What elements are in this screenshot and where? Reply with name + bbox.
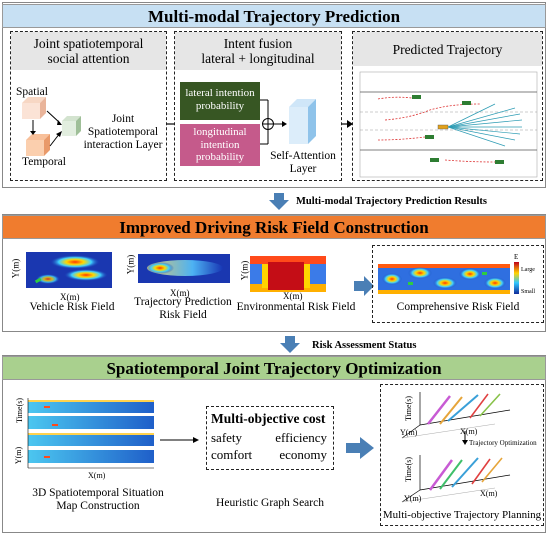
spatial-label: Spatial: [16, 86, 48, 98]
map-caption: 3D Spatiotemporal Situation Map Construc…: [20, 487, 176, 513]
lateral-line-1: lateral intention: [185, 87, 255, 99]
link1-label: Multi-modal Trajectory Prediction Result…: [296, 196, 488, 207]
plan-y-label-2: Y(m): [404, 494, 422, 503]
joint-line-2: Spatiotemporal: [87, 126, 159, 138]
joint-line-1: Joint: [111, 113, 135, 125]
plan-y-label-1: Y(m): [400, 428, 418, 437]
spatiotemporal-layers: [28, 400, 154, 463]
section3-panel: [2, 355, 546, 533]
sum-node-icon: [262, 118, 274, 130]
cost-efficiency: efficiency: [275, 430, 327, 445]
lateral-intention-box: lateral intention probability: [180, 82, 260, 120]
comprehensive-risk-field-map: [378, 264, 510, 294]
map-caption-2: Map Construction: [56, 500, 140, 512]
right-arrow-2-icon: [346, 437, 374, 459]
environmental-risk-caption: Environmental Risk Field: [236, 301, 356, 313]
trajectory-risk-field-map: [138, 254, 230, 283]
joint-layer-label: Joint Spatiotemporal interaction Layer: [82, 113, 164, 152]
legend-large: Large: [521, 267, 535, 273]
vehicle-risk-caption: Vehicle Risk Field: [29, 301, 115, 313]
planning-caption: Multi-objective Trajectory Planning: [382, 509, 542, 521]
temporal-cube-icon: [26, 134, 50, 156]
lateral-line-2: probability: [195, 100, 245, 112]
vehicle-x-label: X(m): [60, 292, 80, 302]
intent-panel-header: Intent fusion lateral + longitudinal: [175, 32, 341, 70]
traj-x-label: X(m): [170, 288, 190, 298]
attention-title-1: Joint spatiotemporal: [33, 36, 144, 51]
right-arrow-1-icon: [354, 276, 374, 296]
cost-box: Multi-objective cost safety efficiency c…: [206, 406, 334, 470]
plan-x-label-1: X(m): [460, 427, 478, 436]
cost-economy: economy: [279, 447, 327, 462]
section1-panel: [2, 2, 546, 188]
trajectory-risk-caption: Trajectory Prediction Risk Field: [128, 296, 238, 322]
cost-safety: safety: [211, 430, 243, 445]
risk-legend-bar: [514, 262, 519, 294]
map-caption-1: 3D Spatiotemporal Situation: [32, 487, 164, 499]
legend-title: E: [514, 253, 519, 261]
longitudinal-line-3: probability: [195, 151, 245, 163]
joint-line-3: interaction Layer: [83, 139, 163, 151]
section3-title: Spatiotemporal Joint Trajectory Optimiza…: [2, 356, 546, 380]
spatial-cube-icon: [22, 97, 46, 119]
intent-title-2: lateral + longitudinal: [201, 51, 315, 66]
selfatt-line-2: Layer: [289, 163, 317, 175]
comprehensive-risk-caption: Comprehensive Risk Field: [396, 301, 520, 313]
self-attention-cube-icon: [289, 99, 316, 144]
map-x-label: X(m): [88, 471, 106, 480]
attention-title-2: social attention: [47, 51, 130, 66]
predicted-panel-header: Predicted Trajectory: [353, 32, 542, 66]
planning-plot-before: [401, 392, 511, 439]
selfatt-line-1: Self-Attention: [270, 150, 336, 162]
environmental-risk-field-map: [250, 256, 326, 292]
traj-caption-1: Trajectory Prediction: [134, 296, 232, 308]
longitudinal-line-1: longitudinal: [193, 126, 247, 138]
planning-panel: [380, 384, 544, 526]
plan-x-label-2: X(m): [480, 489, 498, 498]
link2-label: Risk Assessment Status: [312, 340, 417, 351]
traj-opt-label: Trajectory Optimization: [469, 439, 537, 447]
predicted-title: Predicted Trajectory: [392, 42, 503, 57]
legend-small: Small: [521, 289, 536, 295]
section2-title: Improved Driving Risk Field Construction: [2, 215, 546, 239]
cost-title: Multi-objective cost: [211, 411, 326, 426]
planning-plot-after: [401, 455, 511, 503]
plan-time-label-1: Time(s): [404, 395, 414, 422]
env-x-label: X(m): [283, 291, 303, 301]
intent-title-1: Intent fusion: [223, 36, 293, 51]
plan-time-label-2: Time(s): [404, 456, 414, 483]
cost-comfort: comfort: [211, 447, 253, 462]
section2-panel: [2, 214, 546, 332]
traj-caption-2: Risk Field: [159, 309, 207, 321]
heuristic-caption: Heuristic Graph Search: [216, 497, 324, 509]
vehicle-risk-field-map: [26, 252, 112, 288]
comprehensive-risk-panel: [372, 245, 544, 323]
section1-title: Multi-modal Trajectory Prediction: [2, 4, 546, 28]
attention-panel-header: Joint spatiotemporal social attention: [11, 32, 166, 70]
self-attention-label: Self-Attention Layer: [266, 150, 340, 176]
longitudinal-line-2: intention: [200, 138, 240, 151]
temporal-label: Temporal: [22, 156, 66, 168]
vehicle-icons: [412, 95, 504, 164]
attention-panel: Joint spatiotemporal social attention: [10, 31, 167, 181]
longitudinal-intention-box: longitudinal intention probability: [180, 124, 260, 166]
joint-cube-icon: [62, 116, 81, 136]
